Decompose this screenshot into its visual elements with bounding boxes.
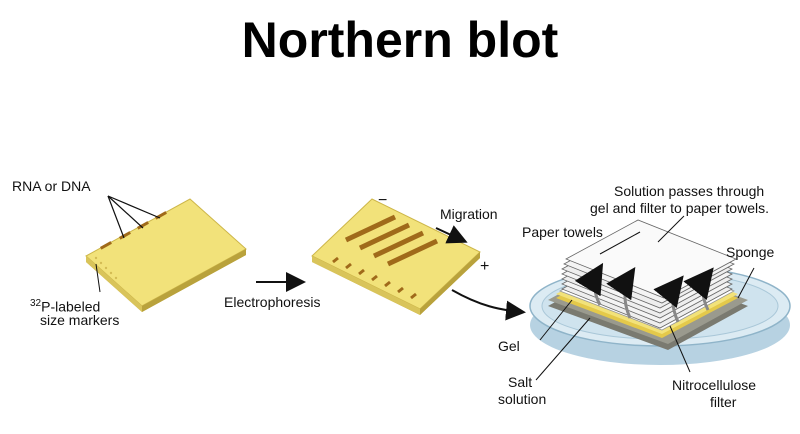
page-title: Northern blot — [241, 12, 559, 68]
p-labeled-text: P-labeled — [41, 298, 101, 315]
label-pointer-lines — [535, 215, 755, 381]
minus-sign: − — [378, 192, 388, 209]
transfer-arrow — [451, 289, 526, 321]
salt-solution-label-line1: Salt — [508, 374, 533, 390]
plus-sign: + — [480, 258, 490, 275]
gel-bands — [344, 214, 439, 267]
salt-solution-label-line2: solution — [498, 391, 547, 407]
flow-arrows — [574, 262, 714, 323]
solution-label-line1: Solution passes through — [614, 183, 765, 199]
migration-label: Migration — [440, 206, 498, 222]
rna-or-dna-label: RNA or DNA — [12, 178, 91, 194]
loading-gel — [85, 198, 247, 312]
size-markers-label-line1: 32P-labeled — [30, 295, 100, 316]
migration-arrow — [435, 225, 468, 244]
size-markers-label-line2: size markers — [40, 312, 120, 328]
marker-lane-bands — [332, 256, 417, 300]
nitrocellulose-label-line2: filter — [710, 394, 737, 410]
electrophoresis-label: Electrophoresis — [224, 294, 321, 310]
electrophoresis-gel — [311, 198, 481, 315]
sponge-label: Sponge — [726, 244, 775, 260]
solution-label-line2: gel and filter to paper towels. — [590, 200, 769, 216]
nitrocellulose-label-line1: Nitrocellulose — [672, 377, 757, 393]
markers-pointer-line — [95, 263, 101, 293]
gel-label: Gel — [498, 338, 520, 354]
rna-pointer-lines — [107, 195, 161, 239]
paper-towels-label: Paper towels — [522, 224, 603, 240]
isotope-superscript: 32 — [30, 298, 42, 309]
